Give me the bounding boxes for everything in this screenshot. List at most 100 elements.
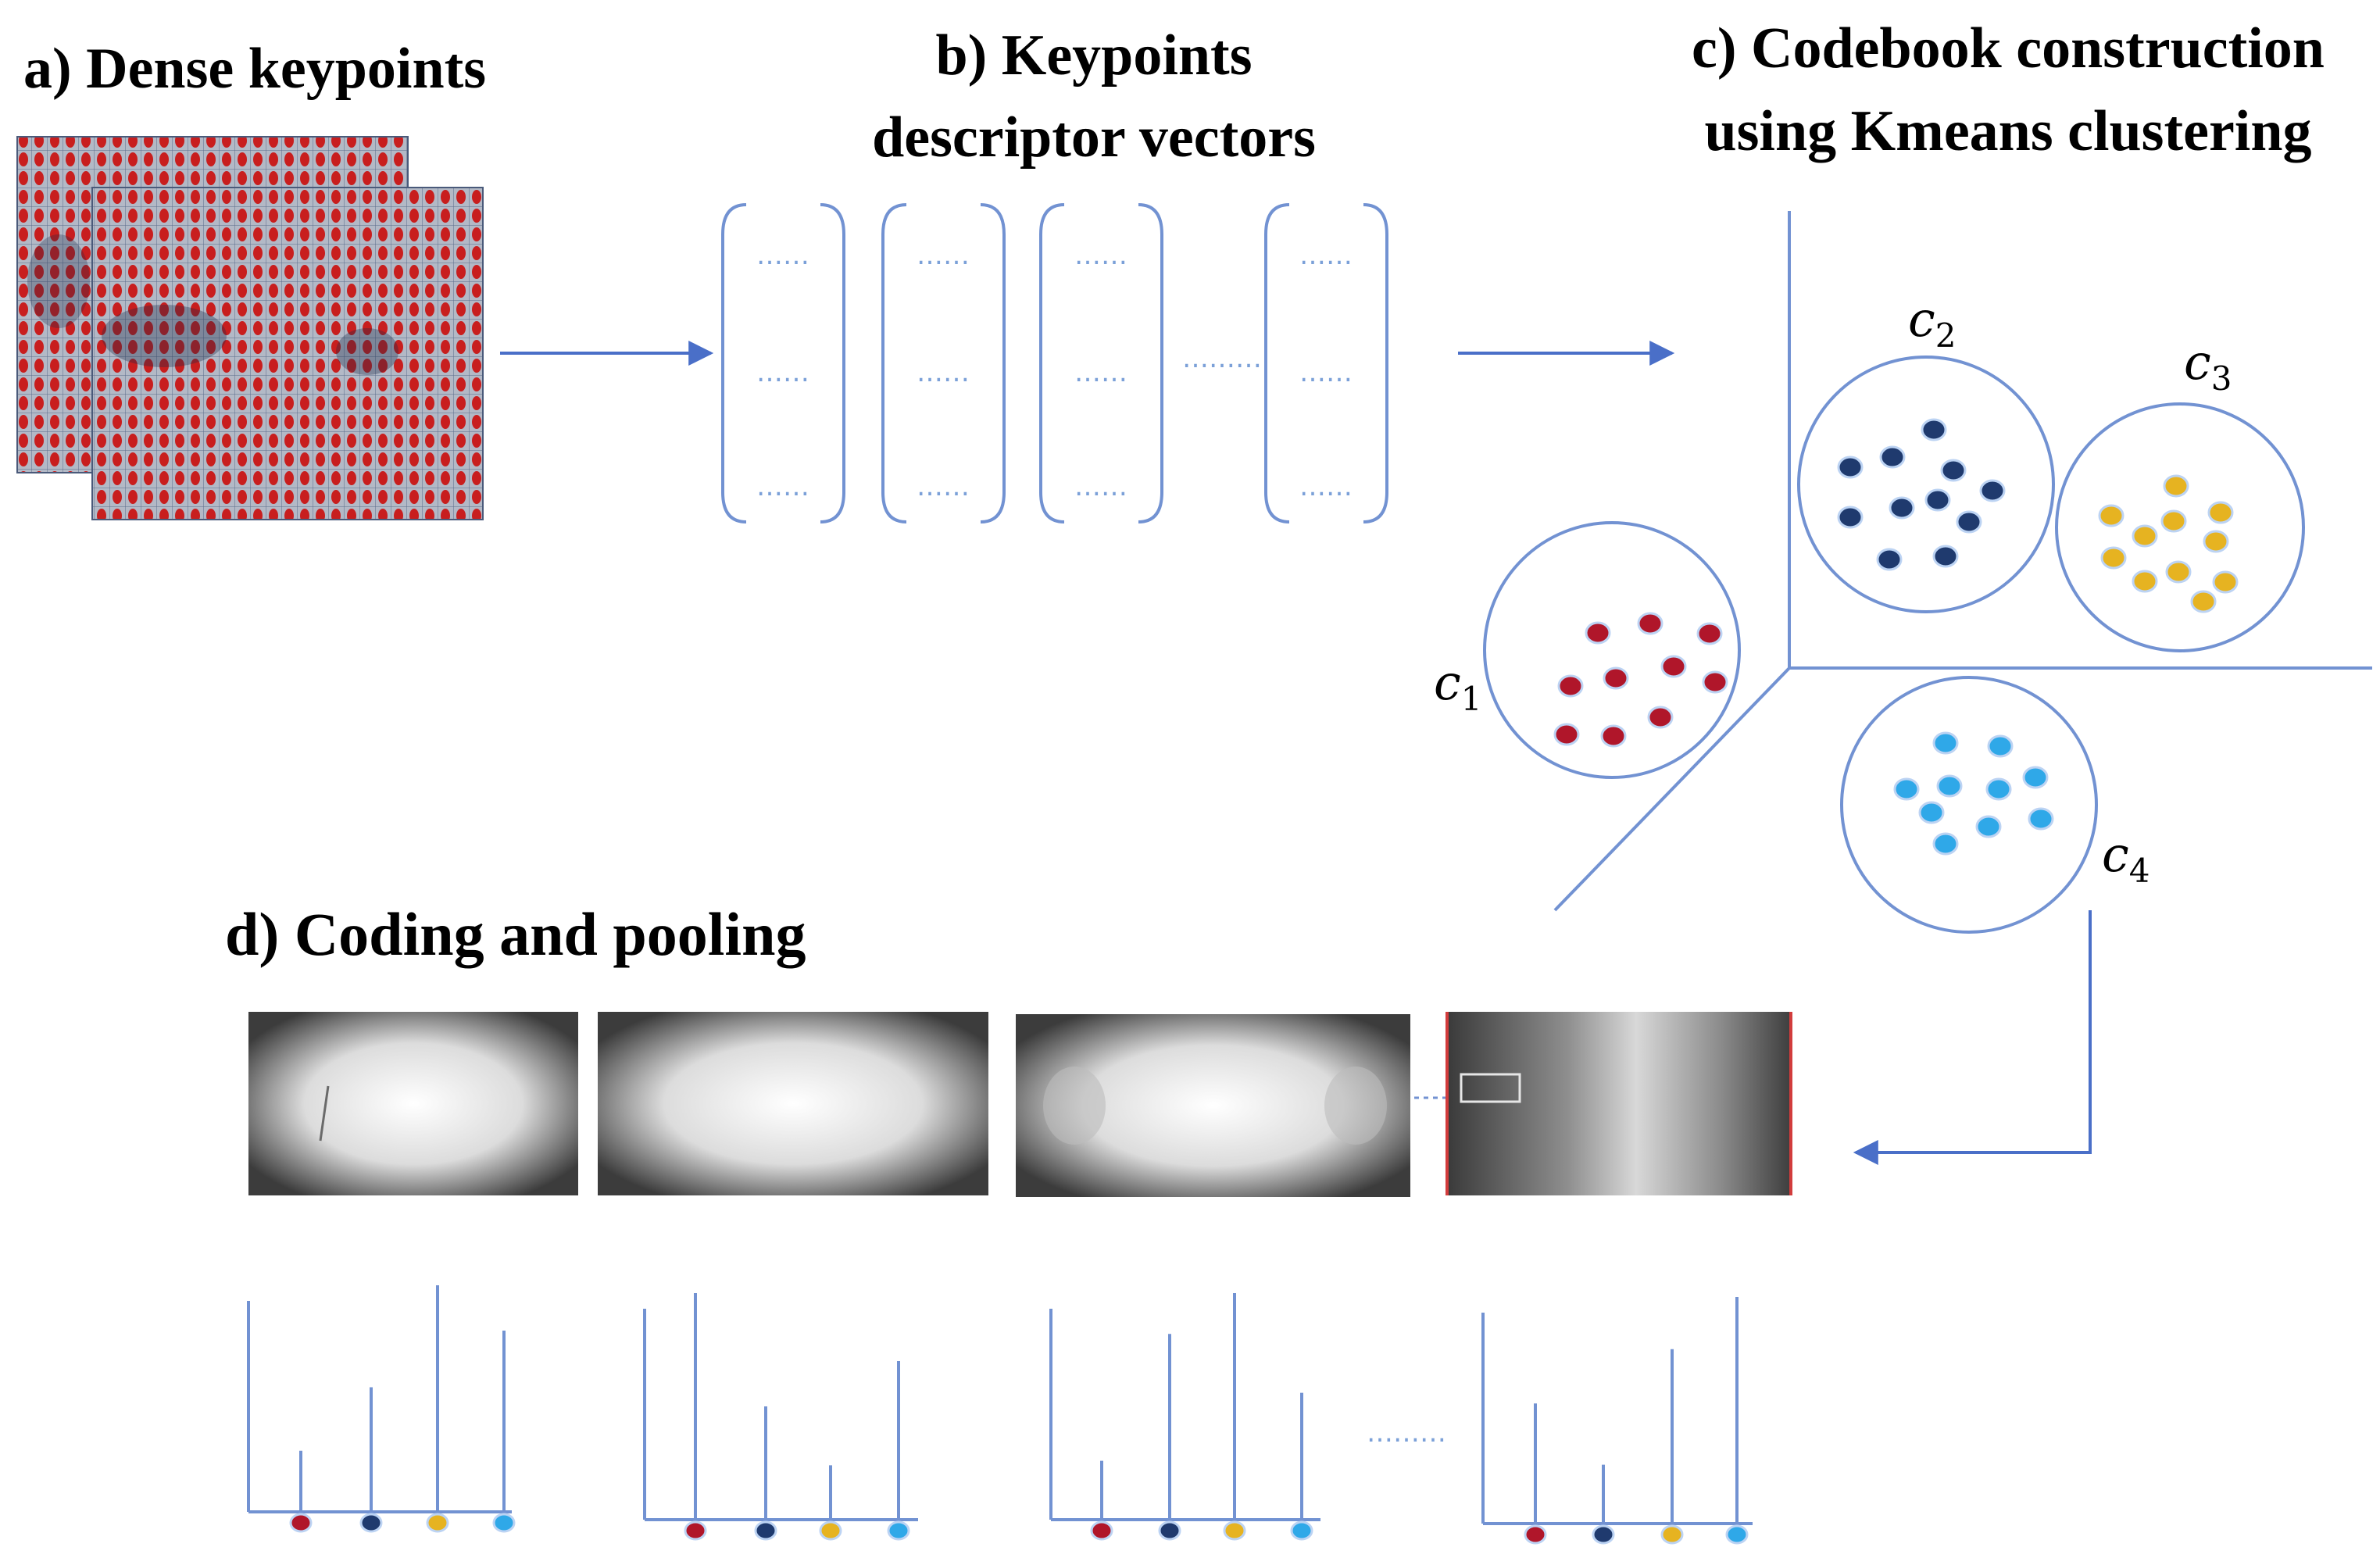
cluster-point bbox=[1921, 418, 1947, 441]
cluster-label-c4: c4 bbox=[2102, 826, 2150, 890]
title-b-line1: b) Keypoints bbox=[935, 23, 1252, 88]
cluster-point bbox=[1600, 724, 1627, 748]
keypoint-images bbox=[16, 136, 484, 520]
cluster-point bbox=[1975, 815, 2002, 838]
title-b-line2: descriptor vectors bbox=[872, 105, 1316, 170]
histogram-cluster-marker bbox=[426, 1513, 449, 1533]
histogram bbox=[1049, 1293, 1320, 1541]
cluster-c3 bbox=[2055, 402, 2305, 652]
histogram-cluster-marker bbox=[1725, 1524, 1749, 1545]
title-a: a) Dense keypoints bbox=[23, 37, 486, 101]
histogram-cluster-marker bbox=[684, 1520, 707, 1541]
title-c-line1: c) Codebook construction bbox=[1692, 16, 2325, 80]
cluster-point bbox=[1940, 459, 1967, 482]
cluster-point bbox=[2165, 560, 2192, 584]
cluster-point bbox=[1932, 545, 1959, 568]
descriptor-vector: …… …… …… bbox=[881, 203, 1006, 523]
cluster-point bbox=[1696, 622, 1723, 645]
cluster-c4 bbox=[1840, 676, 2098, 934]
histogram bbox=[643, 1293, 918, 1541]
histograms-ellipsis: ……… bbox=[1367, 1417, 1446, 1449]
histogram-cluster-marker bbox=[1524, 1524, 1547, 1545]
histogram-cluster-marker bbox=[1158, 1520, 1181, 1541]
cluster-point bbox=[1553, 723, 1580, 746]
cluster-point bbox=[2132, 524, 2158, 548]
cluster-point bbox=[2028, 807, 2054, 831]
cluster-point bbox=[1585, 621, 1611, 645]
cluster-point bbox=[2190, 590, 2217, 613]
histogram bbox=[247, 1285, 516, 1533]
cluster-point bbox=[1557, 674, 1584, 698]
vector-dots: …… bbox=[1074, 471, 1127, 502]
cluster-point bbox=[1932, 731, 1959, 755]
cluster-point bbox=[1603, 666, 1629, 690]
cluster-point bbox=[2163, 474, 2189, 498]
vector-dots: …… bbox=[756, 471, 809, 502]
cluster-point bbox=[1837, 456, 1864, 479]
vector-dots: …… bbox=[1074, 240, 1127, 271]
vector-dots: …… bbox=[1299, 471, 1353, 502]
histogram-cluster-marker bbox=[1660, 1524, 1684, 1545]
histogram-cluster-marker bbox=[1090, 1520, 1113, 1541]
xray-image bbox=[598, 1012, 988, 1195]
descriptor-vector: …… …… …… bbox=[721, 203, 845, 523]
histogram-cluster-marker bbox=[289, 1513, 313, 1533]
title-c-line2: using Kmeans clustering bbox=[1704, 99, 2311, 163]
arrow-c-to-d bbox=[1853, 910, 2092, 1165]
vector-dots: …… bbox=[1074, 357, 1127, 388]
histogram-cluster-marker bbox=[1290, 1520, 1313, 1541]
cluster-label-c3: c3 bbox=[2184, 334, 2232, 398]
cluster-point bbox=[2160, 509, 2187, 533]
cluster-point bbox=[1637, 612, 1663, 635]
cluster-point bbox=[2022, 766, 2049, 789]
cluster-point bbox=[1987, 734, 2014, 758]
cluster-label-c2: c2 bbox=[1908, 291, 1956, 355]
vector-dots: …… bbox=[917, 240, 970, 271]
cluster-c1 bbox=[1483, 521, 1741, 779]
cluster-point bbox=[1936, 774, 1963, 798]
vector-dots: …… bbox=[1299, 240, 1353, 271]
vector-dots: …… bbox=[756, 357, 809, 388]
histogram-cluster-marker bbox=[887, 1520, 910, 1541]
cluster-point bbox=[1879, 445, 1906, 469]
vector-dots: …… bbox=[1299, 357, 1353, 388]
cluster-point bbox=[2207, 501, 2234, 524]
cluster-point bbox=[2203, 530, 2229, 553]
histograms bbox=[247, 1285, 1753, 1545]
cluster-point bbox=[1956, 510, 1982, 534]
vectors-ellipsis: ……… bbox=[1182, 343, 1262, 374]
histogram bbox=[1481, 1297, 1753, 1545]
histogram-cluster-marker bbox=[492, 1513, 516, 1533]
histogram-cluster-marker bbox=[1592, 1524, 1615, 1545]
cluster-point bbox=[1837, 506, 1864, 529]
histogram-cluster-marker bbox=[754, 1520, 777, 1541]
cluster-point bbox=[1985, 777, 2012, 801]
cluster-point bbox=[1893, 777, 1920, 801]
keypoint-image-front bbox=[91, 187, 484, 520]
cluster-point bbox=[1932, 832, 1959, 856]
cluster-point bbox=[2098, 504, 2124, 527]
vector-dots: …… bbox=[917, 471, 970, 502]
histogram-cluster-marker bbox=[819, 1520, 842, 1541]
descriptor-vector: …… …… …… bbox=[1039, 203, 1163, 523]
xray-image bbox=[1447, 1012, 1791, 1195]
cluster-point bbox=[1918, 801, 1945, 824]
xray-images bbox=[248, 1012, 1792, 1197]
cluster-point bbox=[1876, 548, 1903, 571]
histogram-cluster-marker bbox=[1223, 1520, 1246, 1541]
cluster-point bbox=[1702, 670, 1728, 694]
cluster-point bbox=[1979, 479, 2006, 502]
cluster-point bbox=[2100, 546, 2127, 570]
cluster-point bbox=[1889, 496, 1915, 520]
descriptor-vector: …… …… …… bbox=[1264, 203, 1388, 523]
cluster-point bbox=[2212, 570, 2239, 594]
cluster-c2 bbox=[1797, 356, 2055, 613]
xray-image bbox=[248, 1012, 578, 1195]
cluster-point bbox=[1647, 706, 1674, 729]
cluster-point bbox=[1660, 655, 1687, 678]
cluster-partition-lines bbox=[1553, 211, 2372, 912]
vector-dots: …… bbox=[756, 240, 809, 271]
cluster-label-c1: c1 bbox=[1434, 654, 1481, 718]
cluster-point bbox=[1924, 488, 1951, 512]
